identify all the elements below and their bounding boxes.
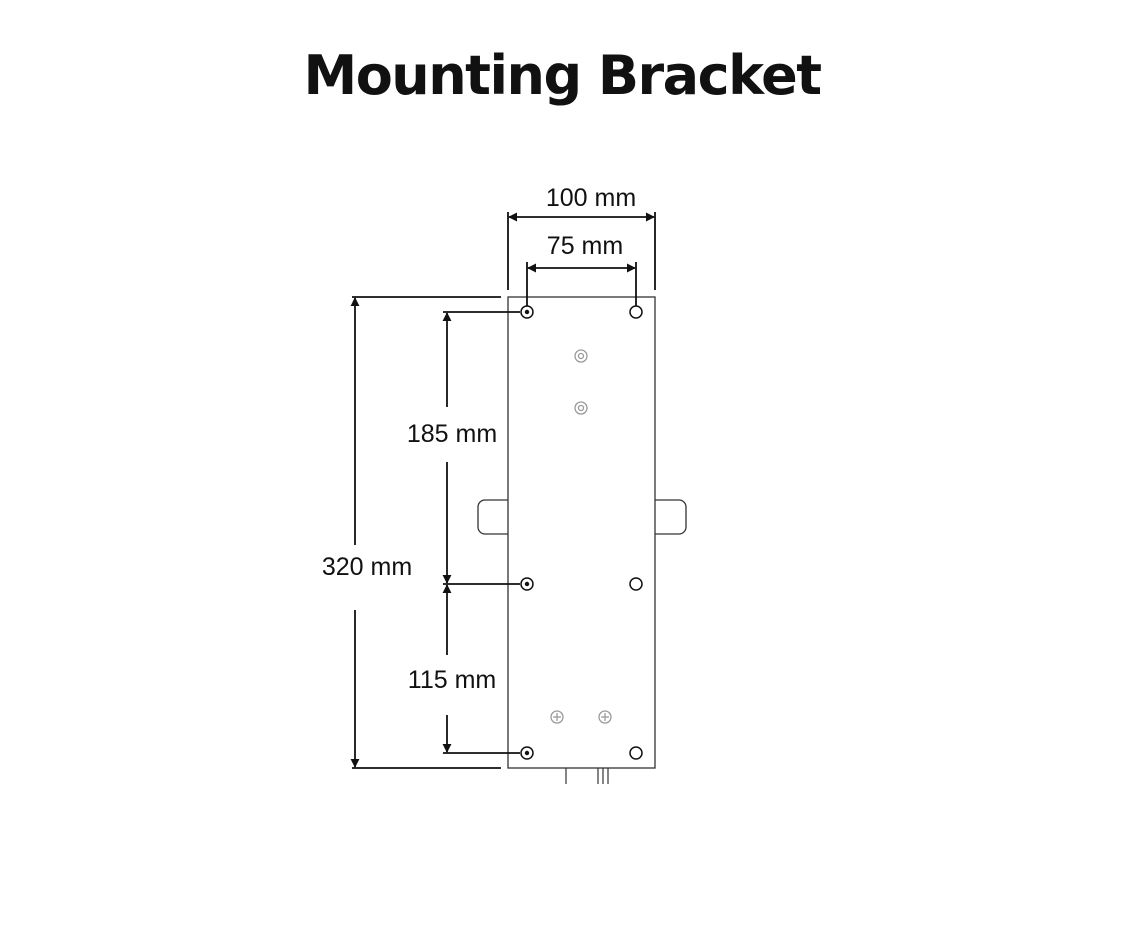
dimension-upper-hole-spacing (442, 311, 520, 585)
mounting-hole-right-middle (629, 577, 643, 591)
total-height-label: 320 mm (322, 553, 412, 581)
dimension-total-height (350, 296, 501, 769)
dimension-outer-width (507, 212, 656, 290)
bracket-plate (507, 296, 656, 769)
bottom-connector (565, 768, 609, 784)
mounting-hole-left-bottom (520, 746, 534, 760)
screw-icon (574, 349, 588, 363)
screw-icon (550, 710, 564, 724)
screw-icon (598, 710, 612, 724)
upper-hole-spacing-label: 185 mm (407, 420, 497, 448)
lower-hole-spacing-label: 115 mm (408, 666, 496, 694)
screw-icon (574, 401, 588, 415)
mounting-hole-left-top (520, 305, 534, 319)
mounting-hole-right-bottom (629, 746, 643, 760)
mounting-hole-right-top (629, 305, 643, 319)
mounting-hole-left-middle (520, 577, 534, 591)
hole-spacing-width-label: 75 mm (547, 232, 623, 260)
page-title: Mounting Bracket (303, 44, 822, 107)
outer-width-label: 100 mm (546, 184, 636, 212)
dimension-hole-spacing-width (526, 262, 637, 306)
dimension-lower-hole-spacing (442, 584, 520, 754)
